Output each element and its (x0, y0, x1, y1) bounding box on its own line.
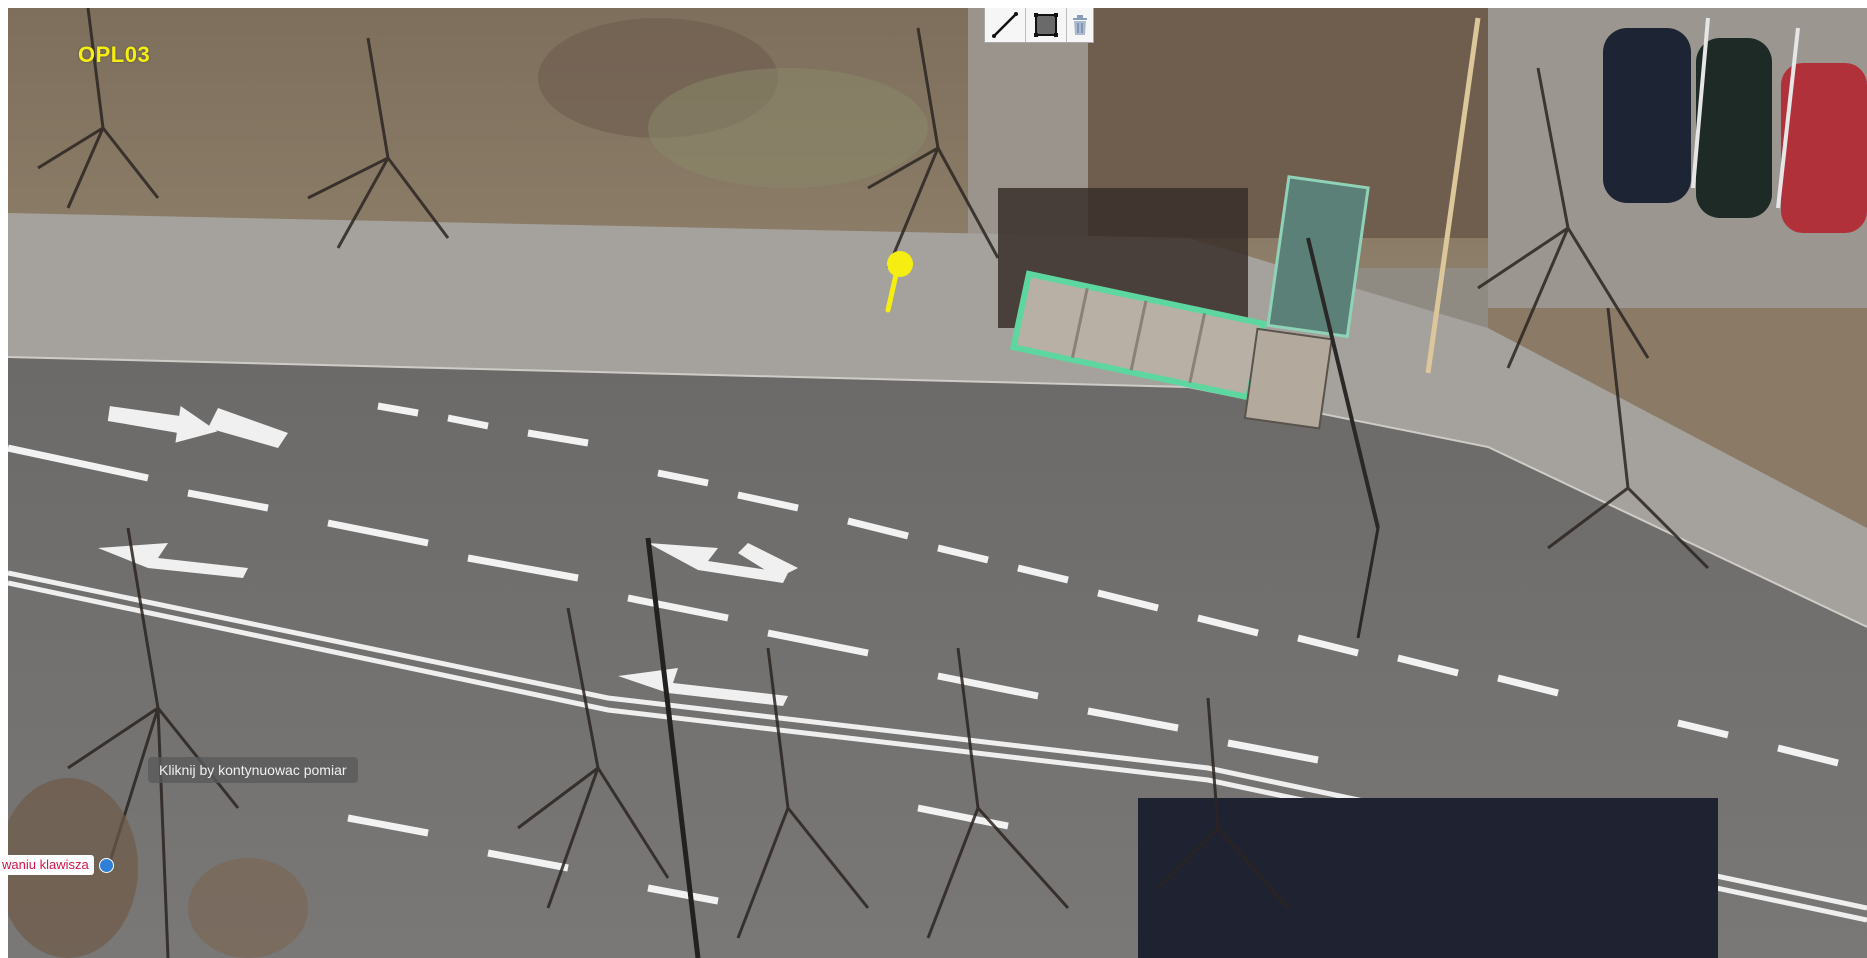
trash-icon (1073, 15, 1087, 35)
delete-measure-button[interactable] (1067, 8, 1093, 42)
aerial-imagery (8, 8, 1867, 958)
map-point-label: OPL03 (78, 42, 151, 67)
measure-toolbar (984, 8, 1094, 43)
key-hint-text: waniu klawisza (0, 855, 94, 875)
key-hint: waniu klawisza (0, 855, 114, 875)
square-polygon-icon (1034, 13, 1058, 37)
area-measure-button[interactable] (1026, 8, 1067, 42)
aerial-map[interactable]: OPL03 (8, 8, 1867, 958)
measure-tooltip: Kliknij by kontynuowac pomiar (148, 757, 358, 783)
line-measure-button[interactable] (985, 8, 1026, 42)
info-icon[interactable] (98, 857, 114, 873)
map-pin-icon[interactable] (874, 244, 914, 316)
diagonal-line-icon (992, 12, 1018, 38)
